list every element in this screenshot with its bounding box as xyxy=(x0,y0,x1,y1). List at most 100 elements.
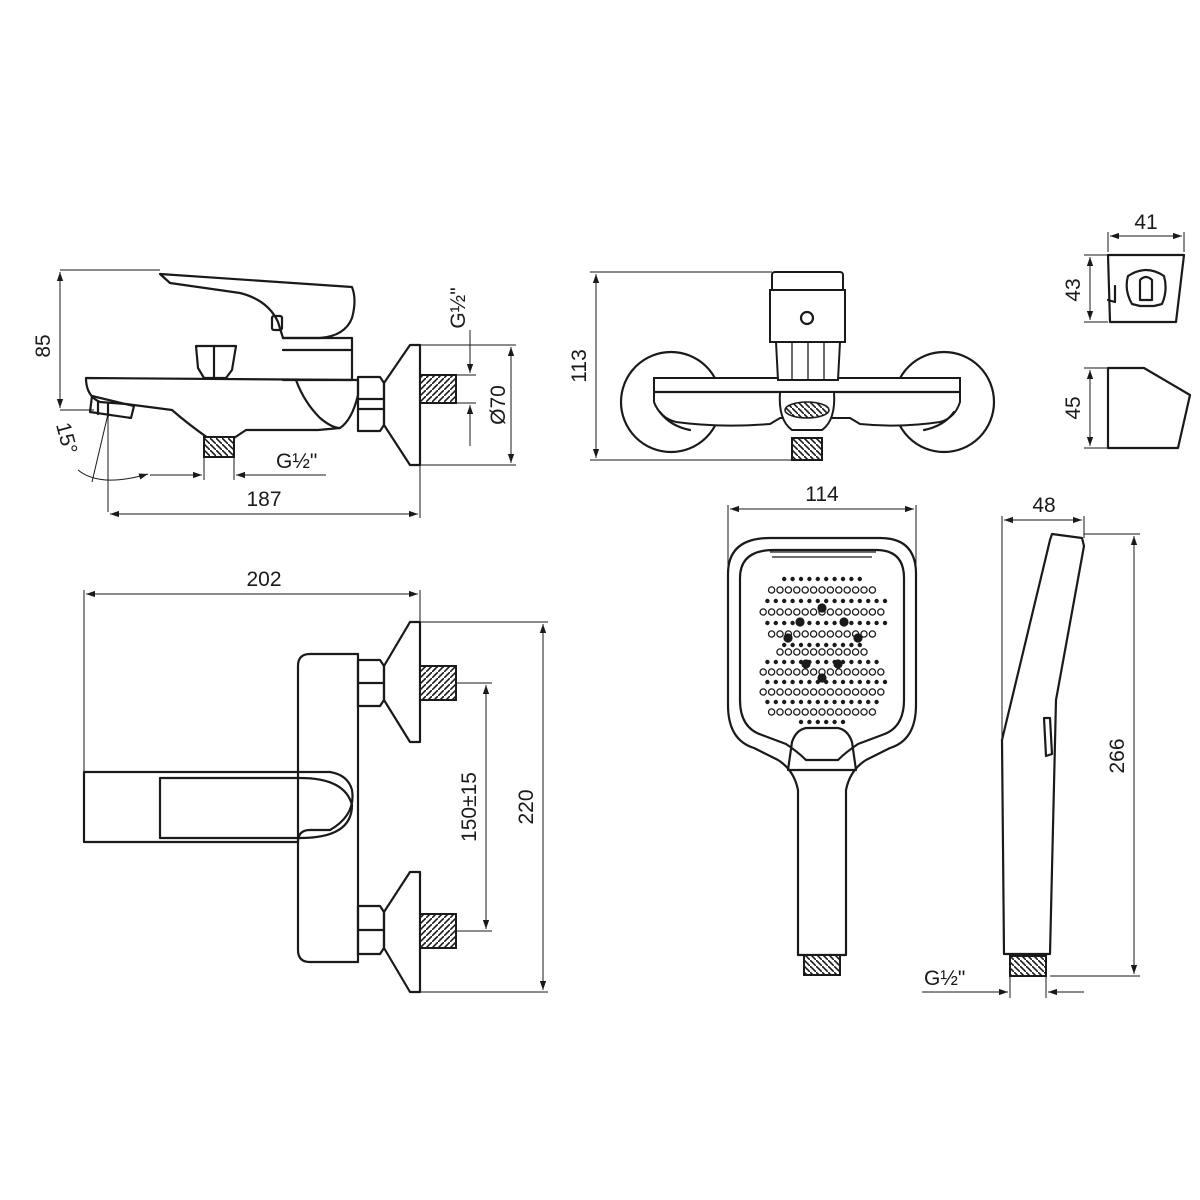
top-lever xyxy=(82,770,300,844)
nozzle xyxy=(782,642,787,648)
nozzle xyxy=(868,708,877,716)
top-width-label: 202 xyxy=(246,568,281,591)
holder-cradle xyxy=(1125,268,1167,308)
nozzle xyxy=(784,648,793,656)
nozzle xyxy=(765,659,770,665)
mixer-body xyxy=(281,336,354,382)
nozzle xyxy=(866,598,871,604)
lever-screw-cap xyxy=(270,314,284,332)
nozzle xyxy=(807,598,812,604)
holder-width-label: 41 xyxy=(1134,211,1157,234)
nozzle xyxy=(815,620,820,626)
nozzle xyxy=(843,608,851,616)
nozzle xyxy=(868,608,877,616)
nozzle xyxy=(790,598,795,604)
mixer-front-view: 85 15° G½" 187 G½" Ø70 xyxy=(32,269,516,518)
front-height-label: 85 xyxy=(32,334,55,357)
nozzle xyxy=(877,668,885,676)
nozzle xyxy=(835,608,843,616)
nozzle xyxy=(853,633,863,643)
nozzle xyxy=(857,659,862,665)
nozzle xyxy=(824,659,829,665)
nozzle xyxy=(798,576,804,582)
nozzle xyxy=(793,586,801,594)
top-body xyxy=(296,652,360,964)
nozzle xyxy=(824,620,829,626)
nozzle xyxy=(857,679,862,685)
nozzle xyxy=(849,598,854,604)
spray-nozzles xyxy=(759,576,888,725)
nozzle xyxy=(840,598,846,604)
wall-holder: 41 43 45 xyxy=(1062,211,1192,450)
side-height-label: 113 xyxy=(568,349,591,382)
nozzle xyxy=(807,699,812,705)
nozzle xyxy=(851,648,860,656)
nozzle xyxy=(773,598,778,604)
nozzle xyxy=(790,642,795,648)
nozzle xyxy=(817,673,827,683)
nozzle xyxy=(818,708,826,716)
nozzle xyxy=(882,679,888,685)
nozzle xyxy=(840,679,846,685)
nozzle xyxy=(839,617,849,627)
hex-nut xyxy=(356,375,386,433)
nozzle xyxy=(793,668,801,676)
nozzle xyxy=(849,642,854,648)
nozzle xyxy=(835,688,843,696)
front-width-label: 187 xyxy=(246,488,281,511)
nozzle xyxy=(809,586,818,594)
nozzle xyxy=(809,688,818,696)
nozzle xyxy=(824,719,829,725)
nozzle xyxy=(807,679,812,685)
nozzle xyxy=(790,620,795,626)
top-lower-nut xyxy=(356,904,386,956)
nozzle xyxy=(866,679,871,685)
nozzle xyxy=(818,586,826,594)
nozzle xyxy=(826,630,835,638)
nozzle xyxy=(765,620,770,626)
nozzle xyxy=(877,688,885,696)
nozzle xyxy=(815,719,820,725)
nozzle xyxy=(782,679,787,685)
nozzle xyxy=(784,586,793,594)
nozzle xyxy=(882,598,888,604)
nozzle xyxy=(776,708,784,716)
nozzle xyxy=(817,603,827,613)
nozzle xyxy=(784,668,793,676)
nozzle xyxy=(866,620,871,626)
nozzle xyxy=(849,659,854,665)
nozzle xyxy=(782,699,787,705)
lever-handle xyxy=(158,272,356,340)
shower-side-outline xyxy=(1000,532,1086,956)
nozzle xyxy=(793,630,801,638)
nozzle xyxy=(767,586,776,594)
nozzle xyxy=(874,699,879,705)
nozzle xyxy=(790,679,795,685)
nozzle xyxy=(868,688,877,696)
nozzle xyxy=(832,598,837,604)
inlet-spacing-label: 150±15 xyxy=(458,772,481,842)
nozzle xyxy=(815,699,820,705)
spout-body xyxy=(84,376,360,440)
nozzle xyxy=(790,659,795,665)
nozzle xyxy=(868,668,877,676)
nozzle xyxy=(866,699,871,705)
nozzle xyxy=(818,688,826,696)
nozzle xyxy=(835,668,843,676)
nozzle xyxy=(815,598,820,604)
nozzle xyxy=(843,688,851,696)
nozzle xyxy=(782,598,787,604)
hand-shower-front: 114 xyxy=(726,483,918,976)
nozzle xyxy=(776,688,784,696)
nozzle xyxy=(801,648,809,656)
nozzle xyxy=(860,630,868,638)
holder-height-side-label: 45 xyxy=(1062,396,1085,419)
nozzle xyxy=(832,642,837,648)
nozzle xyxy=(835,630,843,638)
nozzle xyxy=(767,630,776,638)
nozzle xyxy=(868,630,877,638)
nozzle xyxy=(798,699,804,705)
nozzle xyxy=(866,659,871,665)
nozzle xyxy=(826,586,835,594)
